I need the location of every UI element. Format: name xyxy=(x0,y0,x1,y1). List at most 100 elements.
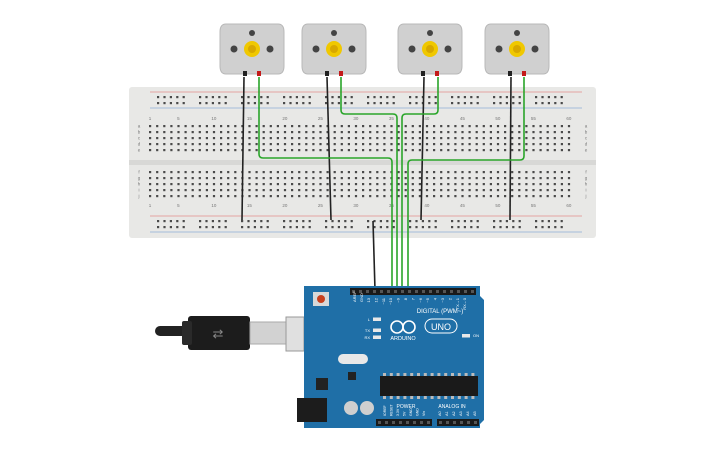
breadboard-hole xyxy=(433,183,436,186)
breadboard-hole xyxy=(149,137,152,140)
breadboard-hole xyxy=(283,183,287,186)
breadboard-rail-hole xyxy=(428,220,431,223)
breadboard-hole xyxy=(496,177,500,180)
motor-shaft xyxy=(330,45,338,53)
breadboard-column-number: 50 xyxy=(495,116,501,121)
breadboard-rail-hole xyxy=(260,226,263,229)
breadboard-hole xyxy=(383,143,386,146)
breadboard-hole xyxy=(496,143,500,146)
header-pin xyxy=(399,421,402,424)
breadboard-rail-hole xyxy=(457,226,460,229)
aref-label: AREF xyxy=(352,291,357,302)
breadboard-hole xyxy=(276,189,279,192)
breadboard-hole xyxy=(383,125,386,128)
usb-plug-grip xyxy=(182,321,192,345)
breadboard-hole xyxy=(248,143,251,146)
breadboard-hole xyxy=(170,189,173,192)
chip-pin xyxy=(464,373,468,376)
chip-pin xyxy=(423,373,427,376)
breadboard-hole xyxy=(546,189,549,192)
breadboard-hole xyxy=(255,131,258,134)
breadboard-hole xyxy=(149,125,152,128)
breadboard-hole xyxy=(269,143,272,146)
breadboard-hole xyxy=(255,137,258,140)
breadboard-hole xyxy=(163,149,166,152)
breadboard-hole xyxy=(291,131,294,134)
breadboard-hole xyxy=(404,149,407,152)
breadboard-rail-hole xyxy=(295,220,298,223)
breadboard-hole xyxy=(291,189,294,192)
breadboard-hole xyxy=(553,171,556,174)
breadboard-hole xyxy=(149,149,152,152)
usb-plug-body xyxy=(188,316,250,350)
signal-wire xyxy=(340,77,398,290)
breadboard-hole xyxy=(461,171,464,174)
breadboard-hole xyxy=(234,149,237,152)
breadboard-rail-hole xyxy=(344,226,347,229)
breadboard-rail-hole xyxy=(373,226,376,229)
breadboard-hole xyxy=(156,137,159,140)
breadboard-rail-hole xyxy=(218,102,221,105)
breadboard-rail-hole xyxy=(476,226,479,229)
breadboard-hole xyxy=(525,131,528,134)
breadboard-rail-hole xyxy=(205,226,208,229)
breadboard-hole xyxy=(553,137,556,140)
breadboard-hole xyxy=(333,183,336,186)
breadboard-hole xyxy=(269,131,272,134)
breadboard-rail-hole xyxy=(241,102,244,105)
breadboard-hole xyxy=(283,143,287,146)
breadboard-hole xyxy=(170,137,173,140)
breadboard-rail-hole xyxy=(302,220,305,223)
breadboard-hole xyxy=(468,149,471,152)
header-pin xyxy=(413,421,416,424)
breadboard-hole xyxy=(390,143,393,146)
breadboard-hole xyxy=(234,171,237,174)
breadboard-hole xyxy=(333,149,336,152)
breadboard-hole xyxy=(567,171,571,174)
breadboard-hole xyxy=(362,195,365,198)
breadboard-hole xyxy=(212,143,216,146)
breadboard-hole xyxy=(362,189,365,192)
breadboard-hole xyxy=(468,125,471,128)
breadboard-hole xyxy=(340,131,343,134)
breadboard-rail-hole xyxy=(253,220,256,223)
breadboard-hole xyxy=(276,149,279,152)
breadboard-hole xyxy=(482,125,485,128)
breadboard-rail-hole xyxy=(518,102,521,105)
breadboard-hole xyxy=(227,149,230,152)
breadboard-hole xyxy=(362,177,365,180)
breadboard-hole xyxy=(383,189,386,192)
breadboard-hole xyxy=(411,195,414,198)
breadboard-rail-hole xyxy=(157,96,160,99)
breadboard-hole xyxy=(425,183,429,186)
breadboard-rail-hole xyxy=(157,102,160,105)
breadboard-hole xyxy=(489,131,492,134)
breadboard-hole xyxy=(376,149,379,152)
breadboard-rail-hole xyxy=(218,220,221,223)
breadboard-hole xyxy=(461,189,464,192)
breadboard-hole xyxy=(397,171,400,174)
breadboard-hole xyxy=(539,195,542,198)
breadboard-hole xyxy=(191,137,194,140)
breadboard-rail-hole xyxy=(260,102,263,105)
breadboard-hole xyxy=(262,125,265,128)
breadboard-hole xyxy=(362,171,365,174)
breadboard-hole xyxy=(560,143,563,146)
breadboard-rail-hole xyxy=(302,226,305,229)
breadboard-hole xyxy=(149,143,152,146)
breadboard-hole xyxy=(553,177,556,180)
motor-screw xyxy=(249,30,255,36)
breadboard-hole xyxy=(269,177,272,180)
breadboard-hole xyxy=(411,189,414,192)
motor-screw xyxy=(427,30,433,36)
breadboard-hole xyxy=(319,131,322,134)
breadboard-rail-hole xyxy=(224,96,227,99)
breadboard-hole xyxy=(539,149,542,152)
breadboard-rail-hole xyxy=(512,102,515,105)
breadboard-rail-hole xyxy=(302,96,305,99)
breadboard-rail-hole xyxy=(463,226,466,229)
digital-pin-label: 12 xyxy=(373,297,378,302)
breadboard-rail-hole xyxy=(260,96,263,99)
breadboard-hole xyxy=(298,189,301,192)
